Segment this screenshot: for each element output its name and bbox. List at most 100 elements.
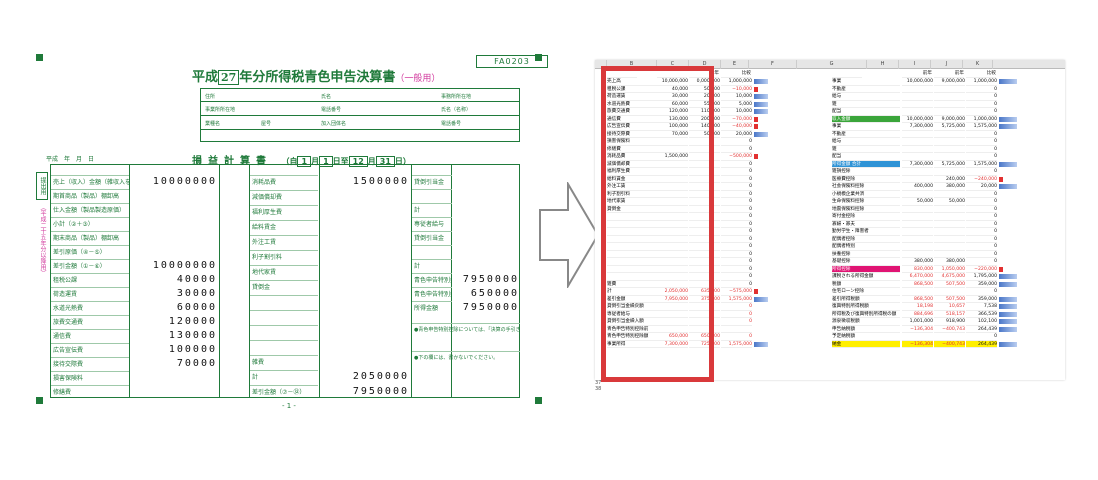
right-row-value bbox=[934, 191, 965, 198]
column-header: J bbox=[931, 60, 963, 69]
data-bar bbox=[999, 304, 1017, 309]
right-row-value: 0 bbox=[966, 213, 997, 221]
form-row-label: 売上（収入）金額（雑収入を含む） bbox=[51, 175, 129, 189]
left-row-label: 事業所得 bbox=[607, 341, 657, 348]
form-row-label: 貸倒引当金 bbox=[412, 231, 452, 245]
left-row-value: −500,000 bbox=[721, 153, 752, 161]
left-row-value: 0 bbox=[721, 168, 752, 176]
right-row-value: 5,725,000 bbox=[934, 123, 965, 131]
left-row-value bbox=[689, 146, 720, 153]
right-row-value bbox=[902, 86, 933, 93]
left-row-label: 福利厚生費 bbox=[607, 168, 657, 176]
form-row-label: 計 bbox=[412, 259, 452, 273]
right-row-label: 勤労学生・障害者 bbox=[832, 228, 900, 236]
right-row-value bbox=[902, 191, 933, 198]
right-row-value: 366,539 bbox=[966, 311, 997, 318]
right-row-value bbox=[934, 236, 965, 243]
left-row-label bbox=[607, 258, 657, 266]
left-row-value: −40,000 bbox=[721, 123, 752, 131]
right-row-value bbox=[934, 146, 965, 153]
left-row-value bbox=[689, 176, 720, 183]
left-row-value: 0 bbox=[721, 213, 752, 221]
right-arrow-icon bbox=[539, 182, 600, 288]
form-row-label: 期首商品（製品）棚卸高 bbox=[51, 189, 129, 203]
right-row-value: 507,500 bbox=[934, 296, 965, 303]
right-row-value: 0 bbox=[966, 258, 997, 266]
form-row-label: 給料賃金 bbox=[250, 220, 318, 234]
left-row-value bbox=[689, 303, 720, 311]
right-row-value bbox=[902, 93, 933, 101]
left-row-label: 租税公課 bbox=[607, 86, 657, 93]
income-statement-grid: 売上（収入）金額（雑収入を含む）10000000期首商品（製品）棚卸高仕入金額（… bbox=[50, 164, 520, 398]
left-row-value bbox=[689, 183, 720, 191]
form-row-label: 青色申告特別控除額 bbox=[412, 287, 452, 301]
column-header: E bbox=[721, 60, 749, 69]
data-bar bbox=[999, 184, 1017, 189]
left-row-value: 0 bbox=[721, 206, 752, 213]
right-row-label: 差引所得税額 bbox=[832, 296, 900, 303]
left-row-value: 40,000 bbox=[657, 86, 688, 93]
right-row-value bbox=[902, 101, 933, 108]
data-bar bbox=[754, 94, 768, 99]
form-row-amount bbox=[321, 190, 409, 204]
left-row-label: 計 bbox=[607, 288, 657, 296]
right-row-value bbox=[902, 288, 933, 296]
form-row-amount bbox=[321, 295, 409, 309]
column-header bbox=[595, 60, 607, 69]
right-row-value bbox=[902, 221, 933, 228]
left-row-value bbox=[657, 221, 688, 228]
left-row-value bbox=[657, 198, 688, 206]
grid-column-line bbox=[319, 165, 320, 397]
column-header: D bbox=[689, 60, 721, 69]
form-row-amount bbox=[321, 280, 409, 294]
right-row-value: 0 bbox=[966, 191, 997, 198]
form-row-label: 期末商品（製品）棚卸高 bbox=[51, 231, 129, 245]
right-row-label: 雑損控除 bbox=[832, 168, 900, 176]
right-row-value: −400,743 bbox=[934, 340, 965, 348]
left-row-label: 貸倒引当金繰戻額 bbox=[607, 303, 657, 311]
left-row-value: 0 bbox=[721, 183, 752, 191]
left-row-value: 0 bbox=[721, 333, 752, 341]
left-row-value: 0 bbox=[721, 258, 752, 266]
right-row-value bbox=[934, 206, 965, 213]
column-header: C bbox=[657, 60, 689, 69]
left-row-value bbox=[657, 273, 688, 281]
left-row-value: 0 bbox=[721, 318, 752, 326]
left-row-value bbox=[689, 266, 720, 273]
left-row-value: 0 bbox=[721, 191, 752, 198]
data-bar bbox=[999, 124, 1017, 129]
right-row-value: 884,696 bbox=[902, 311, 933, 318]
right-row-value bbox=[934, 228, 965, 236]
form-row-amount bbox=[321, 220, 409, 234]
form-row-label: 計 bbox=[412, 203, 452, 217]
left-row-value: 0 bbox=[721, 243, 752, 251]
right-row-label: 税額 bbox=[832, 281, 900, 288]
data-bar bbox=[754, 296, 768, 302]
form-row-label: 地代家賃 bbox=[250, 265, 318, 279]
left-row-label: 雑費 bbox=[607, 281, 657, 288]
form-row-amount: 650000 bbox=[470, 288, 519, 299]
right-row-value: 1,000,000 bbox=[966, 116, 997, 123]
right-row-value: 359,000 bbox=[966, 296, 997, 303]
left-row-label: 通信費 bbox=[607, 116, 657, 123]
left-row-value: 0 bbox=[721, 146, 752, 153]
corner-mark bbox=[36, 397, 43, 404]
right-row-label: 基礎控除 bbox=[832, 258, 900, 266]
right-row-value: 0 bbox=[966, 206, 997, 213]
form-row-label: 雑費 bbox=[250, 355, 318, 369]
form-row-label: 貸倒引当金 bbox=[412, 175, 452, 189]
right-row-value bbox=[934, 213, 965, 221]
column-header: F bbox=[749, 60, 797, 69]
right-row-value: 1,575,000 bbox=[966, 161, 997, 168]
form-row-amount bbox=[131, 371, 217, 385]
form-row-amount: 40000 bbox=[176, 274, 217, 285]
left-row-value: 0 bbox=[721, 138, 752, 146]
data-bar bbox=[999, 176, 1003, 182]
column-header: G bbox=[797, 60, 867, 69]
form-row-label: 小計（②＋③） bbox=[51, 217, 129, 231]
left-row-value bbox=[657, 213, 688, 221]
left-row-label: 荷造運賃 bbox=[607, 93, 657, 101]
form-row-amount: 7950000 bbox=[462, 274, 519, 285]
